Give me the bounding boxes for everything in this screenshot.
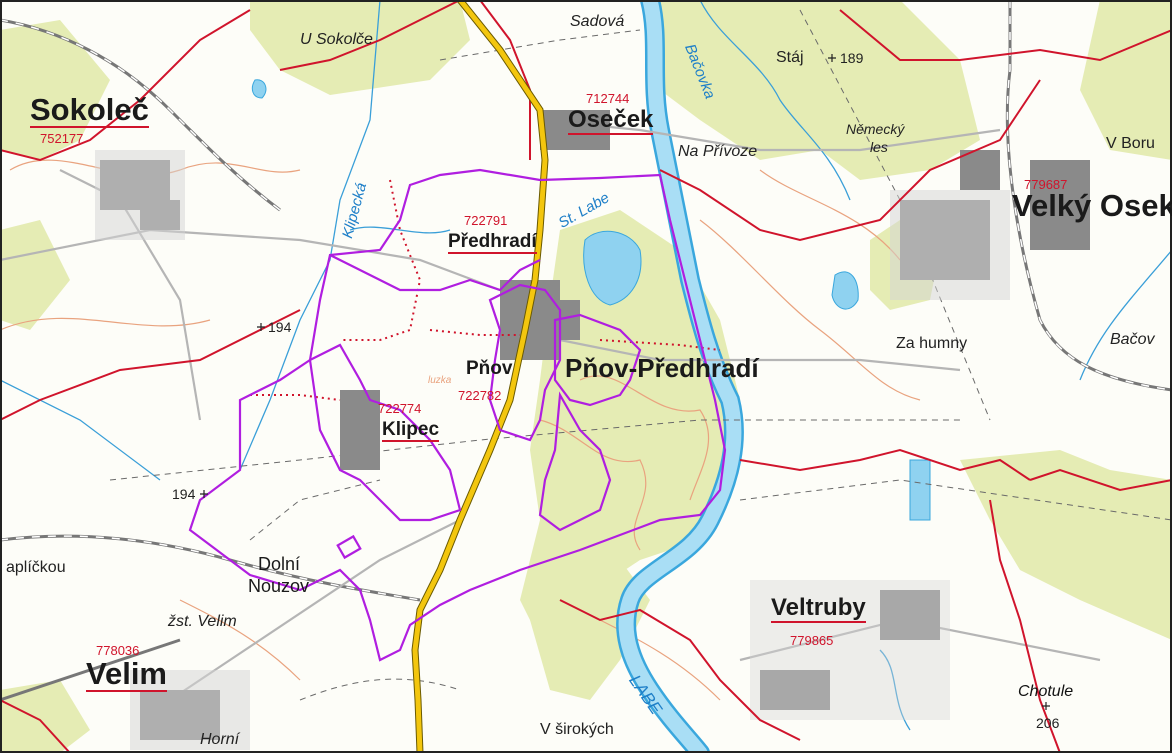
water-bodies [251,79,931,521]
elev-189: 189 [840,50,864,66]
code-velky-osek: 779687 [1024,177,1068,192]
place-velim: Velim [86,656,167,692]
place-sokolec: Sokoleč [30,92,149,128]
code-klipec: 722774 [378,401,422,416]
elev-194b: 194 [172,486,196,502]
local-zahumny: Za humny [896,335,968,352]
place-klipec: Klipec [382,419,440,442]
elev-206: 206 [1036,715,1060,731]
place-pnov-predhradi: Pňov-Předhradí [565,353,759,383]
railway-ticks [0,0,1172,600]
place-veltruby: Veltruby [771,594,866,623]
labe-river-fill [618,0,742,753]
local-na-privoze: Na Přívoze [678,143,758,160]
local-staj: Stáj [776,49,804,66]
elevation-markers [200,54,1050,710]
code-pnov: 722782 [458,388,502,403]
code-velim: 778036 [96,643,140,658]
place-predhradi: Předhradí [448,231,537,254]
local-horni: Horní [200,731,240,748]
local-zst-velim: žst. Velim [168,613,237,630]
local-bacov: Bačov [1110,331,1155,348]
elev-194a: 194 [268,319,292,335]
local-les: les [870,139,888,155]
place-velky-osek: Velký Osek [1012,188,1172,223]
study-area-boundary [188,168,727,662]
code-predhradi: 722791 [464,213,508,228]
code-veltruby: 779865 [790,633,834,648]
local-sadova: Sadová [570,13,625,30]
local-v-sirokych: V širokých [540,721,614,738]
local-kaplickou: aplíčkou [6,559,66,576]
main-road-fill [412,0,548,753]
place-chotule: Chotule [1018,683,1074,700]
code-sokolec: 752177 [40,131,84,146]
place-nouzov: Nouzov [248,576,310,596]
local-nemecky: Německý [846,121,905,137]
place-osecek: Oseček [568,106,654,135]
place-dolni: Dolní [258,554,301,574]
local-v-boru: V Boru [1106,135,1155,152]
local-u-sokolce: U Sokolče [300,31,373,48]
code-osecek: 712744 [586,91,630,106]
water-luzka: luzka [428,375,452,386]
built-up-gardens [95,150,1010,750]
place-pnov: Pňov [466,358,513,379]
